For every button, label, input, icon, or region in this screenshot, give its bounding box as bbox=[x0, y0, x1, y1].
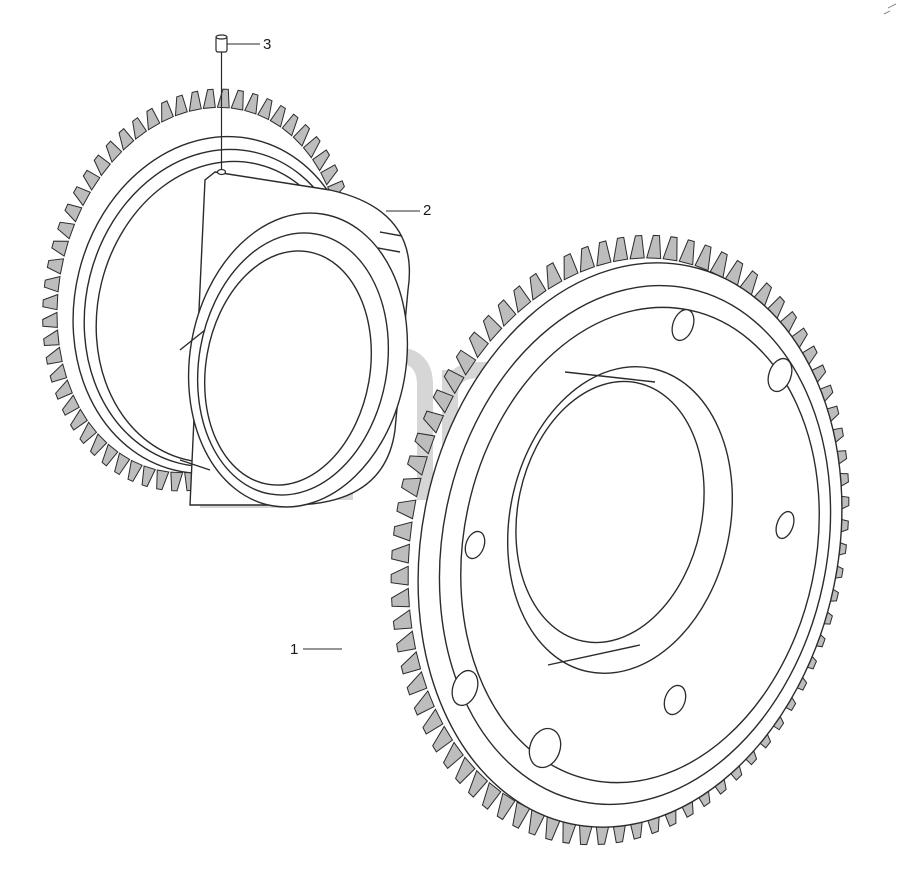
gear-tooth bbox=[64, 203, 83, 223]
gear-tooth bbox=[174, 94, 188, 117]
gear-tooth bbox=[49, 363, 68, 383]
gear-tooth bbox=[432, 725, 454, 753]
gear-tooth bbox=[563, 252, 579, 281]
gear-tooth bbox=[396, 630, 417, 653]
callout-part-2: 2 bbox=[423, 202, 432, 219]
gear-tooth bbox=[392, 609, 413, 630]
leader-lines bbox=[227, 43, 420, 650]
gear-tooth bbox=[72, 186, 91, 207]
gear-tooth bbox=[302, 135, 321, 159]
gear-tooth bbox=[443, 368, 465, 395]
gear-tooth bbox=[79, 421, 98, 445]
gear-tooth bbox=[396, 499, 417, 520]
gear-tooth bbox=[101, 443, 119, 467]
gear-tooth bbox=[216, 88, 230, 109]
gear-tooth bbox=[127, 459, 143, 483]
corner-mark bbox=[883, 3, 897, 15]
gear-tooth bbox=[82, 169, 101, 191]
gear-tooth bbox=[596, 240, 612, 267]
gear-tooth bbox=[481, 781, 502, 810]
gear-tooth bbox=[497, 299, 517, 328]
large-gear-body bbox=[417, 262, 843, 828]
gear-tooth bbox=[188, 90, 202, 112]
gear-tooth bbox=[413, 689, 435, 716]
gear-tooth bbox=[161, 100, 175, 123]
gear-tooth bbox=[45, 346, 63, 365]
gear-tooth bbox=[407, 455, 428, 476]
gear-tooth bbox=[89, 433, 108, 457]
gear-tooth bbox=[646, 234, 662, 259]
gear-tooth bbox=[579, 245, 596, 273]
gear-tooth bbox=[43, 275, 61, 293]
gear-tooth bbox=[393, 521, 413, 542]
gear-tooth bbox=[406, 670, 428, 696]
gear-tooth bbox=[454, 756, 476, 785]
gear-tooth bbox=[390, 565, 409, 586]
gear-tooth bbox=[43, 329, 60, 347]
bolt-holes bbox=[451, 308, 795, 769]
gear-tooth bbox=[46, 258, 65, 275]
gear-tooth bbox=[546, 262, 563, 290]
gear-tooth bbox=[42, 311, 58, 328]
gear-tooth bbox=[662, 236, 678, 262]
gear-tooth bbox=[468, 331, 489, 359]
gear-tooth bbox=[455, 349, 477, 376]
gear-tooth bbox=[202, 88, 216, 109]
gear-tooth bbox=[42, 293, 59, 311]
pin-part bbox=[215, 34, 228, 176]
gear-tooth bbox=[141, 465, 156, 488]
gear-tooth bbox=[61, 394, 80, 416]
bushing-part bbox=[179, 171, 410, 508]
gear-tooth bbox=[629, 234, 645, 260]
gear-tooth bbox=[114, 452, 131, 476]
gear-tooth bbox=[93, 154, 111, 177]
gear-tooth bbox=[57, 221, 76, 240]
gear-tooth bbox=[281, 113, 299, 137]
gear-tooth bbox=[678, 239, 695, 266]
gear-tooth bbox=[69, 408, 88, 431]
gear-tooth bbox=[230, 89, 244, 111]
gear-tooth bbox=[391, 543, 411, 564]
gear-tooth bbox=[257, 97, 273, 121]
gear-tooth bbox=[400, 650, 422, 675]
gear-tooth bbox=[170, 471, 184, 492]
gear-tooth bbox=[496, 792, 516, 821]
gear-tooth bbox=[244, 92, 259, 115]
gear-tooth bbox=[467, 769, 489, 798]
gear-tooth bbox=[442, 741, 464, 770]
gear-tooth bbox=[292, 123, 311, 147]
gear-tooth bbox=[132, 116, 148, 141]
gear-tooth bbox=[612, 236, 629, 263]
callout-part-1: 1 bbox=[290, 641, 299, 658]
gear-tooth bbox=[422, 410, 445, 434]
gear-tooth bbox=[694, 244, 712, 272]
callout-part-3: 3 bbox=[263, 36, 272, 53]
gear-tooth bbox=[482, 314, 503, 343]
gear-tooth bbox=[118, 127, 135, 151]
gear-tooth bbox=[513, 285, 532, 314]
gear-tooth bbox=[400, 477, 422, 498]
gear-tooth bbox=[269, 104, 286, 128]
gear-tooth bbox=[414, 432, 436, 455]
gear-tooth bbox=[51, 240, 70, 257]
gear-tooth bbox=[422, 708, 444, 735]
gear-tooth bbox=[320, 164, 339, 186]
gear-tooth bbox=[55, 379, 73, 400]
gear-tooth bbox=[391, 587, 410, 608]
gear-tooth bbox=[529, 272, 547, 301]
gear-tooth bbox=[105, 140, 123, 164]
gear-tooth bbox=[432, 389, 454, 414]
gear-tooth bbox=[156, 469, 170, 491]
gear-tooth bbox=[312, 149, 331, 172]
gear-tooth bbox=[146, 107, 161, 131]
